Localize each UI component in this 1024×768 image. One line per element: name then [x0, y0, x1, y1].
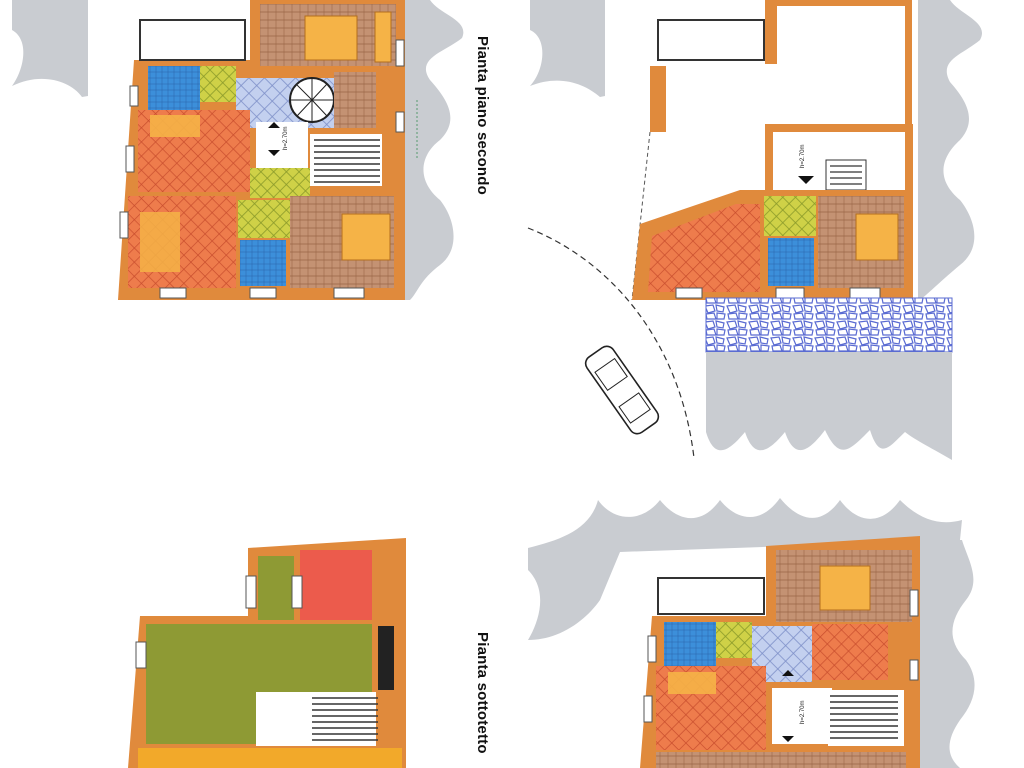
plan-bottom-right	[528, 498, 975, 768]
terrain-tr-right	[918, 0, 983, 300]
plan-top-right	[527, 0, 983, 460]
plan-top-left	[12, 0, 464, 300]
plan-bottom-left	[128, 538, 406, 768]
stair-height-tag-c: h=2.70m	[800, 700, 806, 724]
stair-height-tag-a: h=2.70m	[283, 126, 289, 150]
plan-title-second-floor: Pianta piano secondo	[474, 36, 491, 196]
terrain-tr-left	[530, 0, 605, 97]
plan-title-attic: Pianta sottotetto	[474, 632, 491, 754]
terrain-left	[12, 0, 88, 97]
terrain-right	[405, 0, 464, 300]
cobblestone-road	[705, 297, 953, 353]
car-icon	[584, 345, 660, 435]
stair-height-tag-b: h=2.70m	[800, 144, 806, 168]
